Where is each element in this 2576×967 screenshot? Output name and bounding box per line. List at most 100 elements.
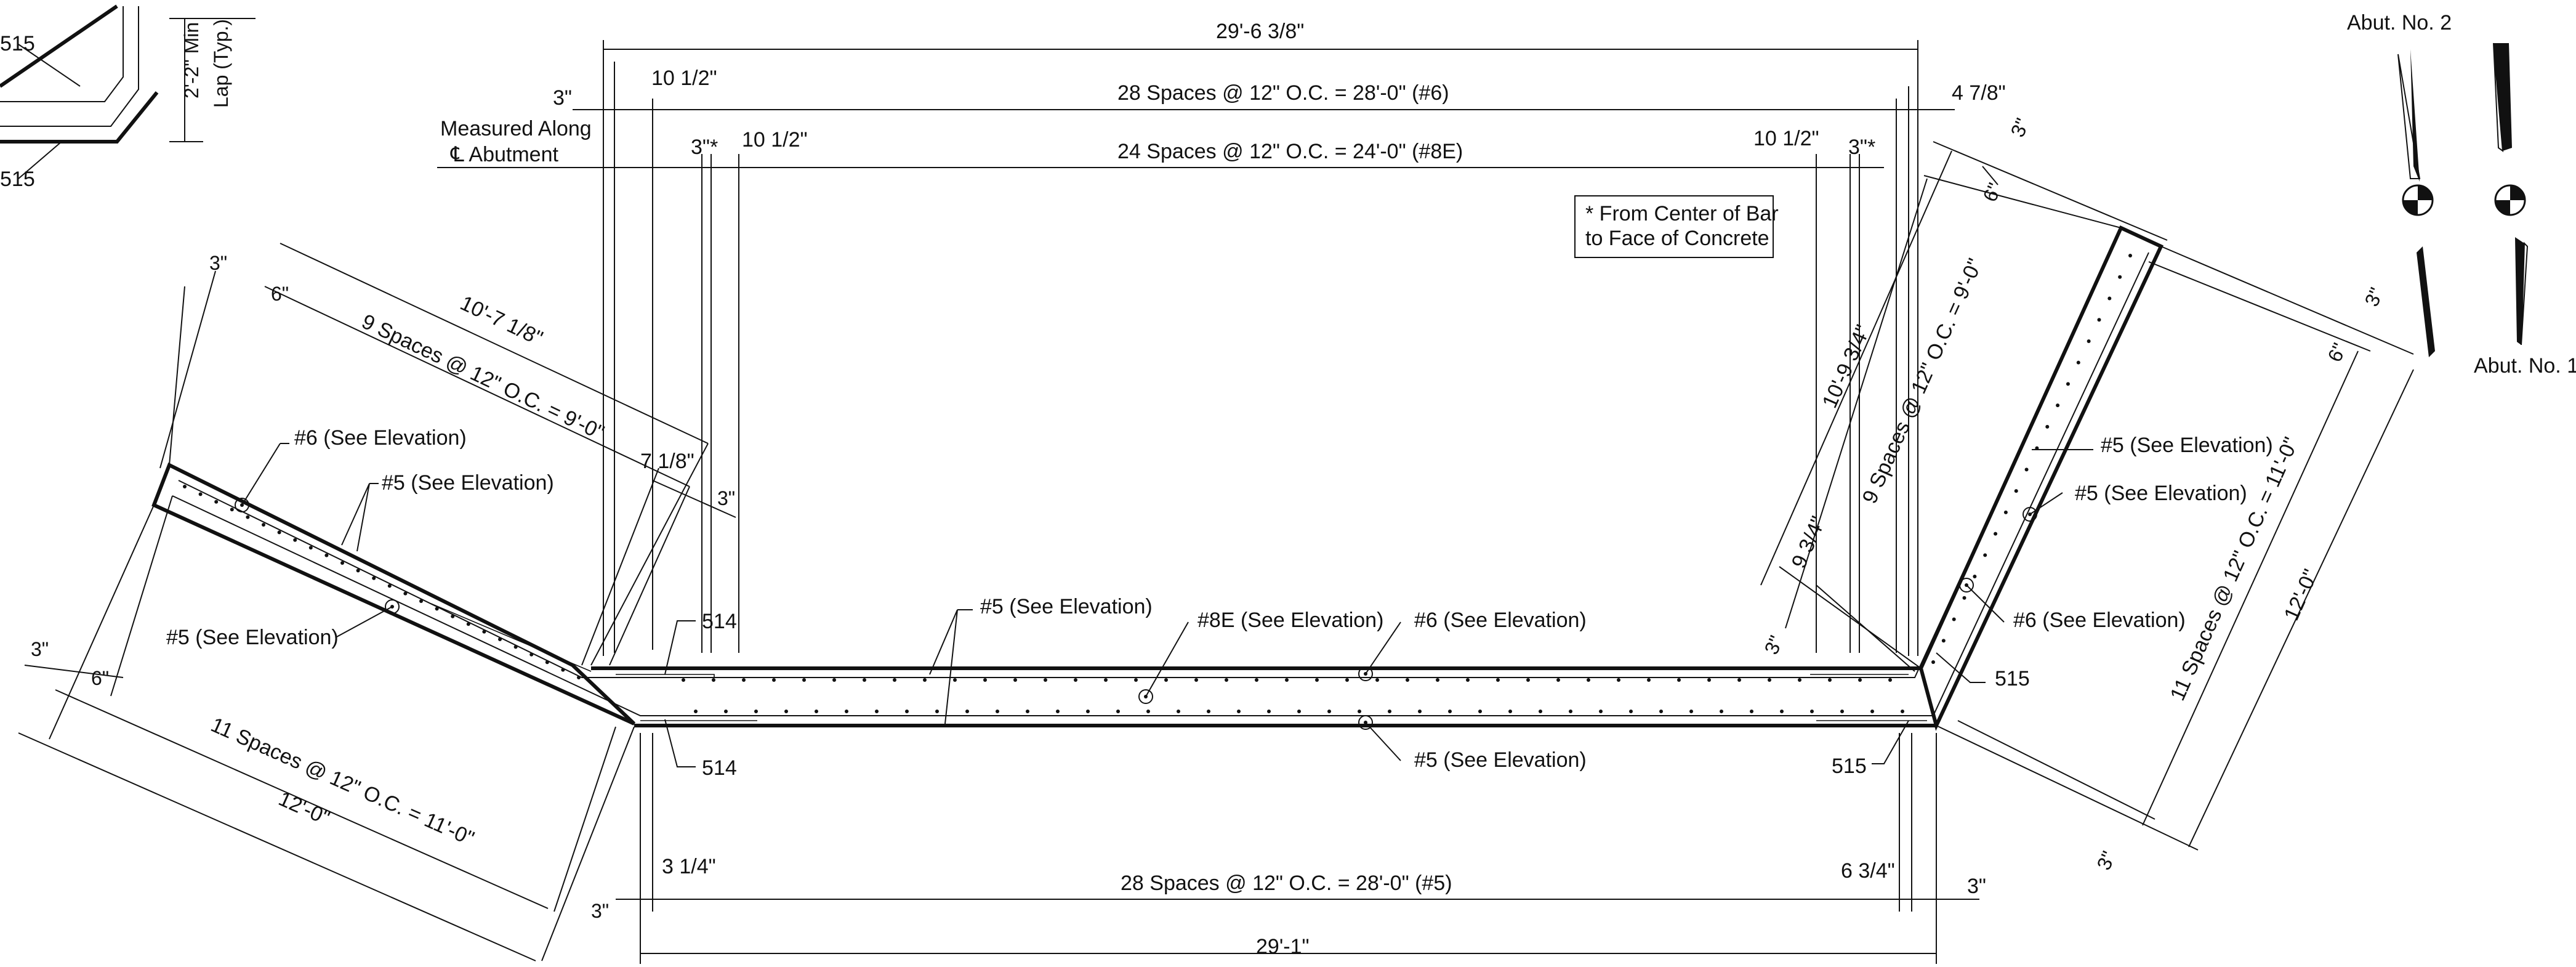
rebar-dot <box>561 668 565 672</box>
rebar-dot <box>372 576 376 580</box>
rebar-dot <box>1237 710 1241 713</box>
rebar-dot <box>905 710 909 713</box>
bar-6-mid-symbol <box>1358 666 1373 681</box>
dim-right-3-bottom: 3" <box>2093 848 2120 873</box>
rebar-dot <box>451 614 455 618</box>
rebar-dot <box>1285 678 1289 682</box>
rebar-dot <box>1146 710 1150 713</box>
rebar-dot <box>1952 617 1956 621</box>
bar-mark-515-b: 515 <box>0 168 35 191</box>
rebar-dot <box>1931 660 1935 664</box>
rebar-dot <box>2107 296 2112 301</box>
dim-right-spaces-9: 9 Spaces @ 12" O.C. = 9'-0" <box>1858 255 1987 507</box>
rebar-dot <box>498 637 502 641</box>
rebar-dot <box>1164 678 1168 682</box>
dim-left-3-mid: 3" <box>717 487 735 509</box>
label-8e: #8E (See Elevation) <box>1197 609 1383 632</box>
rebar-dot <box>923 678 927 682</box>
bottom-dimensions: 3 1/4" 28 Spaces @ 12" O.C. = 28'-0" (#5… <box>616 733 1986 964</box>
bar-8e-symbol <box>1138 689 1153 704</box>
label-5-bottom-mid: #5 (See Elevation) <box>1414 748 1587 772</box>
rebar-dot <box>324 553 329 557</box>
abut-no-1-label: Abut. No. 1 <box>2474 354 2576 378</box>
rebar-dot <box>2076 360 2080 365</box>
rebar-dot <box>1526 678 1530 682</box>
measured-along-centerline: ℄ Abutment <box>450 143 558 166</box>
rebar-dot <box>712 678 715 682</box>
bar-5-right-symbol <box>2023 507 2037 522</box>
rebar-dot <box>1941 639 1946 643</box>
rebar-dot <box>1026 710 1029 713</box>
top-dimensions: 29'-6 3/8" 3" 10 1/2" 28 Spaces @ 12" O.… <box>437 20 2006 656</box>
dim-3-bottom-right: 3" <box>1967 875 1986 898</box>
rebar-dot <box>1768 678 1771 682</box>
rebar-dot <box>682 678 685 682</box>
rebar-dot <box>1659 710 1663 713</box>
rebar-dot <box>356 568 360 573</box>
dim-right-6-wing: 6" <box>2324 340 2351 365</box>
rebar-dot <box>1327 710 1331 713</box>
rebar-dot <box>1225 678 1228 682</box>
rebar-dot <box>742 678 746 682</box>
rebar-dot <box>1104 678 1108 682</box>
rebar-dot <box>293 538 297 542</box>
rebar-dot <box>545 660 549 665</box>
label-5-mid: #5 (See Elevation) <box>980 595 1153 618</box>
dim-spaces-8e: 24 Spaces @ 12" O.C. = 24'-0" (#8E) <box>1117 140 1463 163</box>
label-6-right: #6 (See Elevation) <box>2013 609 2186 632</box>
dim-3-star-left: 3"* <box>691 136 718 159</box>
rebar-dot <box>694 710 698 713</box>
dim-right-3-wing: 3" <box>2361 285 2388 310</box>
dim-overall-bottom: 29'-1" <box>1256 935 1310 958</box>
rebar-dot <box>863 678 866 682</box>
rebar-dot <box>1994 532 1998 536</box>
rebar-dot <box>2118 275 2122 279</box>
rebar-dot <box>784 710 788 713</box>
rebar-dot <box>198 492 203 496</box>
dim-right-len-12: 12'-0" <box>2280 566 2323 625</box>
rebar-dot <box>1587 678 1590 682</box>
rebar-dot <box>2014 489 2018 493</box>
rebar-dot <box>1406 678 1409 682</box>
rebar-dot <box>2045 424 2050 429</box>
rebar-dot <box>893 678 896 682</box>
rebar-dot <box>1056 710 1060 713</box>
lap-typ-label: Lap (Typ.) <box>210 19 232 108</box>
dim-right-6-top: 6" <box>1979 180 2006 205</box>
rebar-dot <box>1901 710 1904 713</box>
note-line-2: to Face of Concrete <box>1585 227 1769 250</box>
rebar-dot <box>1750 710 1753 713</box>
abut-no-2-label: Abut. No. 2 <box>2347 11 2452 34</box>
rebar-dot <box>1689 710 1693 713</box>
rebar-dot <box>1044 678 1047 682</box>
rebar-dot <box>435 607 439 611</box>
rebar-dot <box>1194 678 1198 682</box>
bar-mark-515-a: 515 <box>0 32 35 55</box>
left-wing-dimensions: 3" 6" 10'-7 1/8" 9 Spaces @ 12" O.C. = 9… <box>18 243 736 961</box>
rebar-dot <box>1810 710 1814 713</box>
measured-along-label: Measured Along <box>440 117 592 140</box>
rebar-dot <box>1629 710 1633 713</box>
rebar-dot <box>230 508 234 512</box>
rebar-dot <box>1177 710 1180 713</box>
dim-spaces-5: 28 Spaces @ 12" O.C. = 28'-0" (#5) <box>1121 872 1452 895</box>
rebar-dot <box>1707 678 1711 682</box>
dim-right-len-top: 10'-9 3/4" <box>1818 322 1875 411</box>
rebar-dot <box>983 678 987 682</box>
dim-left-7-1-8: 7 1/8" <box>640 450 694 473</box>
dim-10-half-top: 10 1/2" <box>651 67 717 90</box>
rebar-dot <box>1496 678 1500 682</box>
dim-10-half-left2: 10 1/2" <box>742 128 808 152</box>
note-box: * From Center of Bar to Face of Concrete <box>1574 195 1779 258</box>
label-6-mid: #6 (See Elevation) <box>1414 609 1587 632</box>
rebar-dot <box>772 678 776 682</box>
bar-dots <box>183 254 2132 713</box>
dim-right-3-top: 3" <box>2006 115 2034 140</box>
rebar-dot <box>1418 710 1422 713</box>
rebar-dot <box>466 622 470 626</box>
rebar-dot <box>1677 678 1681 682</box>
rebar-dot <box>308 546 313 550</box>
label-5-left-low: #5 (See Elevation) <box>166 626 339 649</box>
rebar-dot <box>815 710 818 713</box>
bar-6-left-symbol <box>235 498 249 512</box>
